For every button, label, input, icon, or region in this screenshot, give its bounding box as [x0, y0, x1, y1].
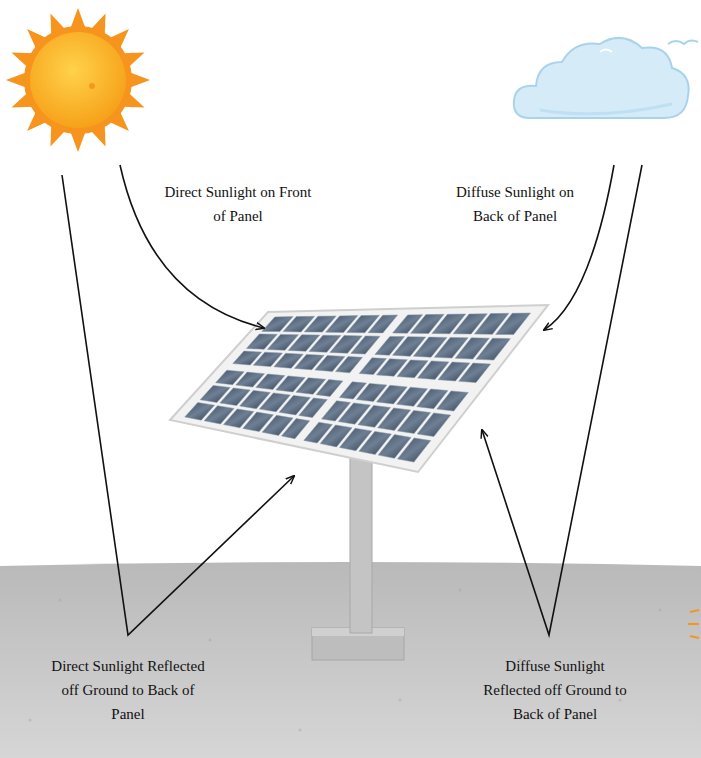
sun-rim	[24, 26, 132, 134]
solar-cells	[185, 313, 531, 462]
label-text: Direct Sunlight on Front of Panel	[163, 180, 313, 228]
solar-cell	[398, 438, 431, 462]
cloud	[514, 38, 698, 118]
solar-cell	[368, 315, 398, 333]
solar-cell	[417, 413, 451, 437]
sun-ray	[129, 72, 150, 87]
solar-cell	[336, 357, 363, 373]
sun	[6, 8, 150, 152]
sun-ray	[70, 131, 85, 152]
solar-cell	[316, 380, 343, 397]
diffuse-reflect-arrow	[482, 165, 642, 635]
panel-frame	[170, 305, 548, 472]
solar-cell	[476, 338, 511, 360]
solar-cell	[437, 391, 469, 411]
direct-reflect-arrow	[62, 175, 294, 635]
pole	[350, 455, 372, 633]
callout-label: Diffuse Sunlight Reflected off Ground to…	[476, 654, 634, 726]
sun-disc	[30, 32, 126, 128]
solar-cell	[459, 363, 491, 383]
callout-label: Diffuse Sunlight on Back of Panel	[440, 180, 590, 228]
solar-cell	[496, 313, 531, 335]
callout-label: Direct Sunlight Reflected off Ground to …	[49, 654, 207, 726]
label-text: Diffuse Sunlight on Back of Panel	[440, 180, 590, 228]
arrows	[62, 165, 642, 635]
solar-cell	[299, 398, 328, 418]
sun-ray	[70, 8, 85, 29]
callout-label: Direct Sunlight on Front of Panel	[163, 180, 313, 228]
label-text: Direct Sunlight Reflected off Ground to …	[49, 654, 207, 726]
solar-cell	[282, 419, 310, 439]
ground-texture	[29, 589, 662, 732]
sun-ray	[6, 72, 27, 87]
solar-cell	[351, 336, 380, 354]
label-text: Diffuse Sunlight Reflected off Ground to…	[476, 654, 634, 726]
orange-marks	[688, 610, 699, 638]
sun-spot	[89, 83, 95, 89]
